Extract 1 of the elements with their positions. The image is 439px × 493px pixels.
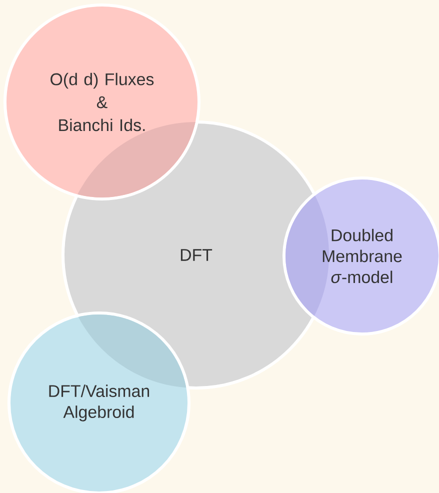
circle-node: O(d d) Fluxes & Bianchi Ids. — [4, 4, 200, 200]
